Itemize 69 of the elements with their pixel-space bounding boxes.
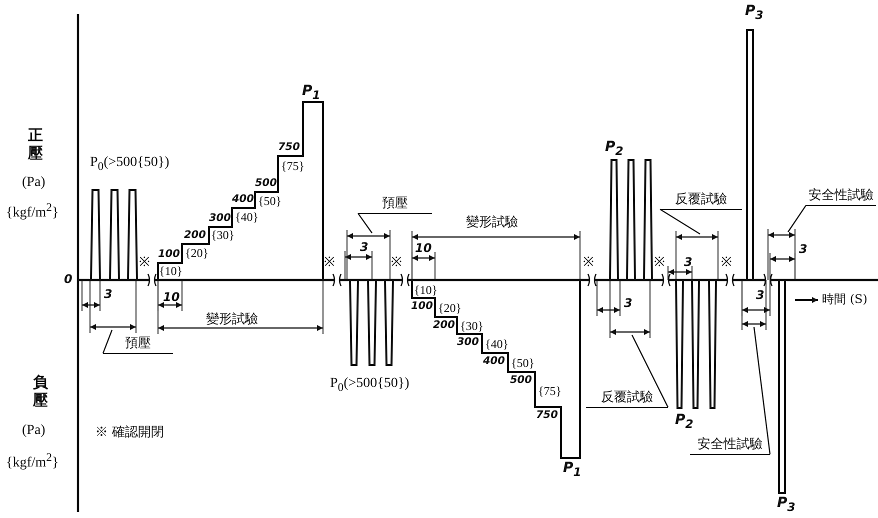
unit-label: (Pa) <box>22 176 46 190</box>
step-value: {30} <box>211 229 235 241</box>
step-value: 400 <box>232 194 254 204</box>
step-value: {50} <box>511 357 535 369</box>
unit-label: (Pa) <box>22 424 46 438</box>
leader-line <box>102 330 113 354</box>
peak-label: P$_{2}$ <box>605 140 624 158</box>
dimension-value: 3 <box>684 256 692 268</box>
leader-label: 預壓 <box>358 195 432 214</box>
dimension-label: 變形試驗 <box>206 313 258 326</box>
dimension-value: 3 <box>799 243 808 255</box>
step-value: {40} <box>235 211 259 223</box>
step-value: {30} <box>460 320 484 332</box>
step-value: {50} <box>258 195 282 207</box>
step-value: 500 <box>510 375 532 386</box>
step-value: 200 <box>433 320 455 330</box>
axis-label: 負壓 <box>33 373 49 409</box>
step-value: {10} <box>414 284 438 296</box>
dimension-label: 變形試驗 <box>466 216 518 229</box>
check-mark: ※ <box>583 256 594 269</box>
peak-label: P$_{1}$ <box>563 461 582 478</box>
step-value: 100 <box>158 249 180 260</box>
step-value: 300 <box>209 213 231 224</box>
step-value: {75} <box>281 160 305 172</box>
peak-label: P$_{3}$ <box>777 496 796 514</box>
step-value: 750 <box>278 142 300 152</box>
check-mark: ※ <box>721 256 732 269</box>
leader-line <box>788 204 806 232</box>
step-value: {10} <box>159 265 183 277</box>
dimension-value: 3 <box>756 289 764 301</box>
check-mark: ※ <box>324 256 335 269</box>
step-value: 100 <box>411 301 433 312</box>
leader-line <box>631 334 669 408</box>
step-value: {20} <box>185 247 209 259</box>
unit-label: {kgf/m$^{2}$} <box>6 202 59 221</box>
leader-line <box>753 326 771 454</box>
dimension-value: 3 <box>360 241 368 253</box>
step-value: 500 <box>255 178 277 188</box>
leader-label: 預壓 <box>103 335 173 354</box>
dimension-value: 3 <box>104 288 112 300</box>
leader-label: 安全性試驗 <box>690 436 770 455</box>
leader-line <box>660 208 700 235</box>
step-value: 400 <box>483 356 505 366</box>
pressure-label: P$_{0}$(>500{50}) <box>330 377 410 394</box>
step-value: {75} <box>538 385 562 397</box>
dimension-value: 3 <box>624 297 632 309</box>
unit-label: {kgf/m$^{2}$} <box>6 452 59 471</box>
check-mark: ※ <box>654 256 665 269</box>
dimension-value: 10 <box>163 291 180 303</box>
axis-label: 時間 (S) <box>822 293 868 305</box>
legend-note: ※ 確認開閉 <box>95 426 164 439</box>
axis-label: 正壓 <box>28 126 44 162</box>
leader-label: 反覆試驗 <box>660 191 742 210</box>
leader-label: 安全性試驗 <box>806 187 876 206</box>
peak-label: P$_{2}$ <box>675 413 694 430</box>
dimension-value: 10 <box>415 242 432 254</box>
peak-label: P$_{1}$ <box>302 84 320 102</box>
check-mark: ※ <box>139 256 150 269</box>
check-mark: ※ <box>391 256 402 269</box>
step-value: 200 <box>184 230 206 240</box>
step-value: 300 <box>457 337 479 348</box>
pressure-label: P$_{0}$(>500{50}) <box>90 156 170 172</box>
step-value: {40} <box>485 338 509 350</box>
step-value: {20} <box>438 302 462 314</box>
step-value: 750 <box>536 410 558 420</box>
leader-label: 反覆試驗 <box>586 389 668 408</box>
leader-line <box>358 212 372 234</box>
axis-value: 0 <box>64 273 72 285</box>
peak-label: P$_{3}$ <box>745 4 764 22</box>
